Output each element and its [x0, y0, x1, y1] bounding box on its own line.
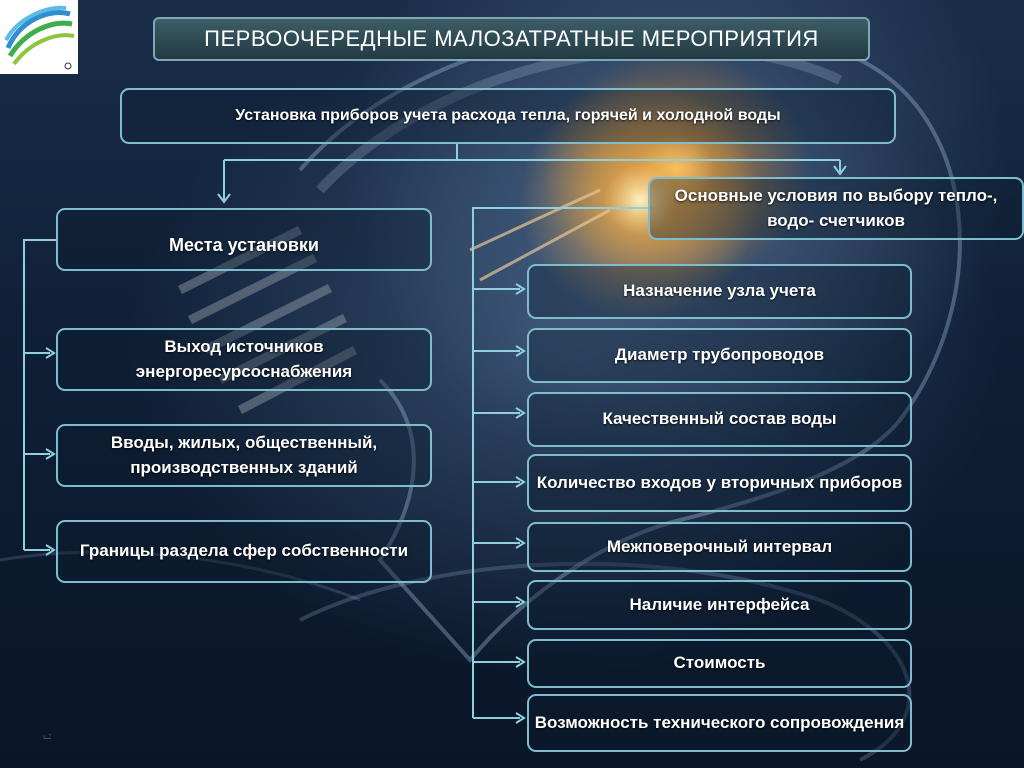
- slide-title: ПЕРВООЧЕРЕДНЫЕ МАЛОЗАТРАТНЫЕ МЕРОПРИЯТИЯ: [153, 17, 870, 61]
- root-label: Установка приборов учета расхода тепла, …: [235, 107, 781, 125]
- right-item-box: Межповерочный интервал: [527, 522, 912, 572]
- left-item-box: Выход источников энергоресурсоснабжения: [56, 328, 432, 391]
- watermark-text: г.: [38, 732, 54, 740]
- right-item-box: Наличие интерфейса: [527, 580, 912, 630]
- right-item-label: Назначение узла учета: [623, 281, 816, 301]
- right-item-box: Количество входов у вторичных приборов: [527, 454, 912, 512]
- right-header-box: Основные условия по выбору тепло-, водо-…: [648, 177, 1024, 240]
- left-item-label: Границы раздела сфер собственности: [79, 541, 409, 561]
- right-item-label: Межповерочный интервал: [606, 536, 833, 556]
- left-item-box: Вводы, жилых, общественный, производстве…: [56, 424, 432, 487]
- right-item-box: Назначение узла учета: [527, 264, 912, 319]
- right-item-label: Диаметр трубопроводов: [614, 345, 825, 365]
- right-item-label: Наличие интерфейса: [629, 594, 810, 614]
- right-item-label: Количество входов у вторичных приборов: [536, 472, 903, 492]
- root-box: Установка приборов учета расхода тепла, …: [120, 88, 896, 144]
- company-logo: [0, 0, 78, 74]
- left-item-label: Выход источников энергоресурсоснабжения: [135, 336, 353, 381]
- right-item-box: Стоимость: [527, 639, 912, 688]
- right-header-label: Основные условия по выбору тепло-, водо-…: [674, 185, 998, 230]
- left-item-label: Вводы, жилых, общественный, производстве…: [110, 432, 378, 477]
- right-item-box: Возможность технического сопровождения: [527, 694, 912, 752]
- left-header-box: Места установки: [56, 208, 432, 271]
- right-item-label: Качественный состав воды: [602, 409, 837, 429]
- right-item-box: Диаметр трубопроводов: [527, 328, 912, 383]
- right-item-label: Возможность технического сопровождения: [534, 712, 905, 732]
- right-item-box: Качественный состав воды: [527, 392, 912, 447]
- left-item-box: Границы раздела сфер собственности: [56, 520, 432, 583]
- left-header-label: Места установки: [168, 235, 319, 255]
- right-item-label: Стоимость: [673, 653, 766, 673]
